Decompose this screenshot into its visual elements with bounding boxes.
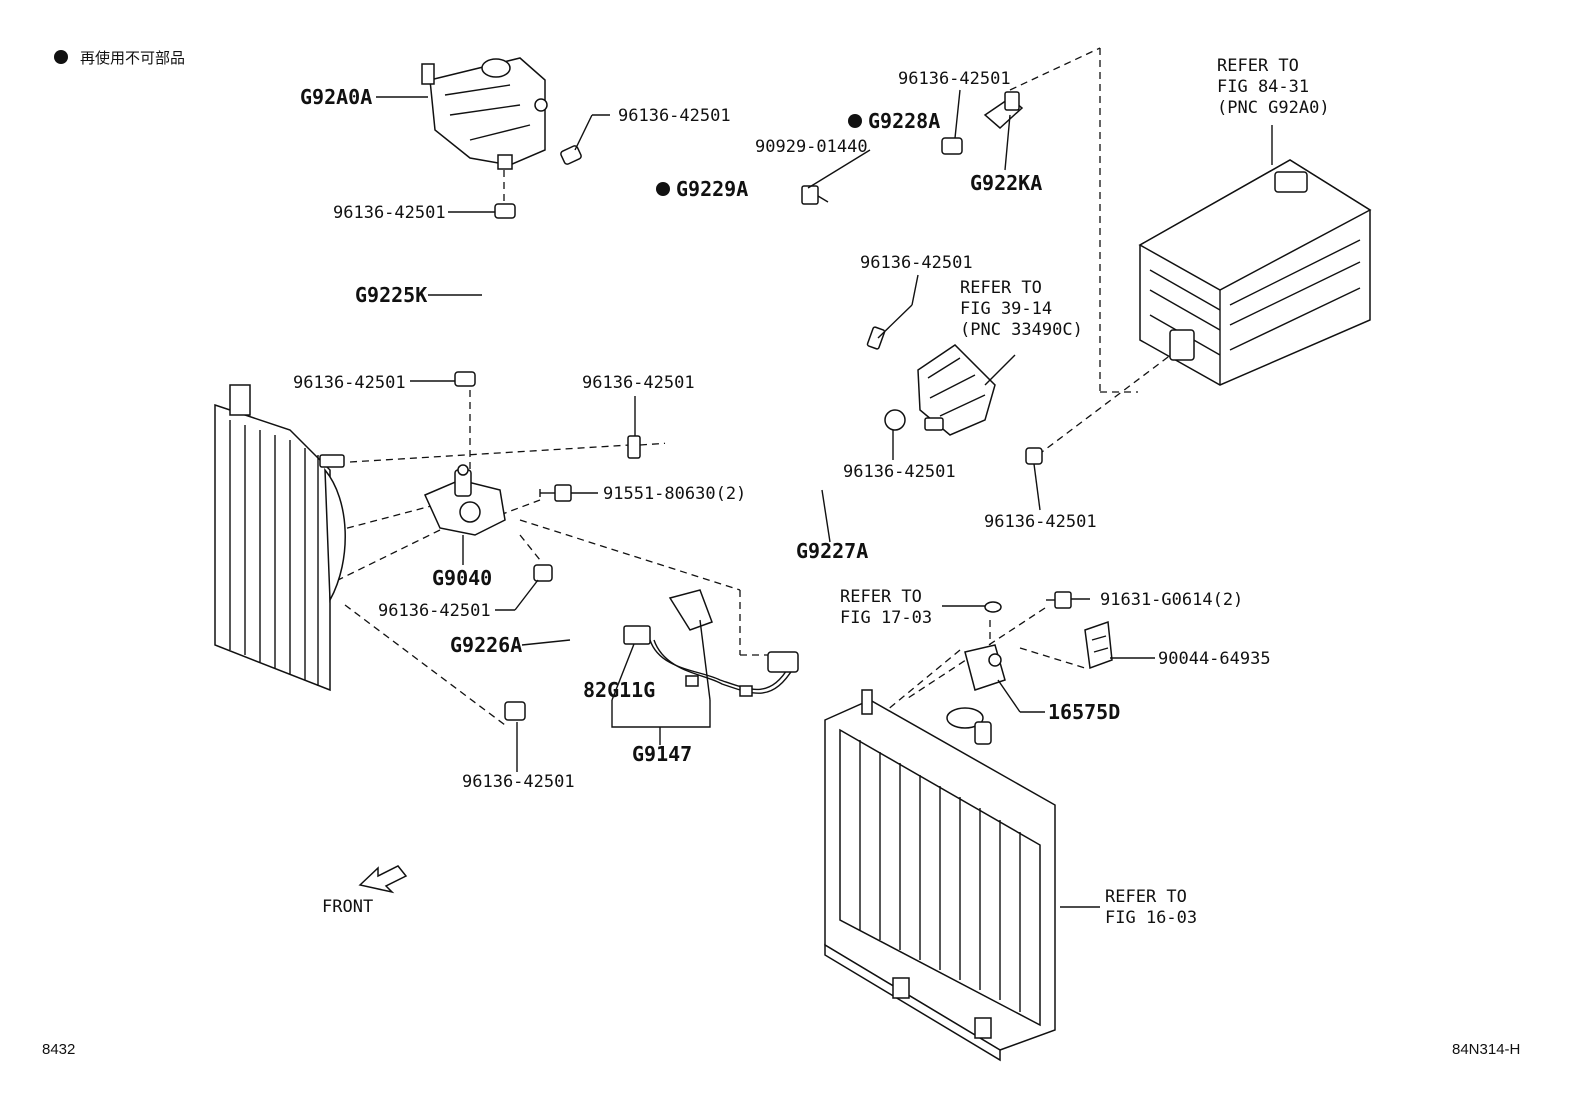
inverter-assembly: [1138, 159, 1372, 386]
label-82g11g: 82G11G: [583, 678, 655, 702]
label-clamp-2: 96136-42501: [333, 203, 446, 223]
label-g9040: G9040: [432, 566, 492, 590]
ref-fig-17-03: REFER TO FIG 17-03: [840, 587, 932, 628]
hose-g9228a: [831, 163, 917, 325]
wire-harness-g9147: [623, 589, 799, 697]
label-clamp-3: 96136-42501: [898, 69, 1011, 89]
legend: 再使用不可部品: [54, 50, 185, 67]
label-clamp-1: 96136-42501: [618, 106, 731, 126]
label-g922ka: G922KA: [970, 171, 1042, 195]
water-pump-g9040: [424, 464, 506, 536]
clamp-icon: [454, 371, 476, 387]
legend-text: 再使用不可部品: [80, 50, 185, 67]
label-g9226a: G9226A: [450, 633, 522, 657]
hose-g9229a: [589, 171, 865, 426]
hose-g9225k: [452, 241, 510, 355]
label-g9228a: G9228A: [868, 109, 940, 133]
reservoir-tank: [421, 57, 548, 170]
clamp-icon: [866, 326, 886, 350]
ref-line: REFER TO: [1105, 887, 1187, 907]
hose-g9227a: [665, 436, 1025, 528]
ref-fig-84-31: REFER TO FIG 84-31 (PNC G92A0): [1217, 56, 1330, 118]
dashed-guides: [337, 47, 1181, 726]
label-clamp-8: 96136-42501: [984, 512, 1097, 532]
bolt-91551: [539, 484, 572, 502]
ref-line: REFER TO: [840, 587, 922, 607]
label-clamp-10: 96136-42501: [462, 772, 575, 792]
ref-line: (PNC 33490C): [960, 320, 1083, 340]
hose-oil-cooler: [885, 365, 923, 397]
front-label: FRONT: [322, 897, 373, 917]
ref-line: FIG 16-03: [1105, 908, 1197, 928]
label-g92a0a: G92A0A: [300, 85, 372, 109]
label-90929: 90929-01440: [755, 137, 868, 157]
ref-line: REFER TO: [1217, 56, 1299, 76]
ref-fig-39-14: REFER TO FIG 39-14 (PNC 33490C): [960, 278, 1083, 340]
clamp-icon: [560, 145, 582, 165]
ref-line: (PNC G92A0): [1217, 98, 1330, 118]
ref-fig-16-03: REFER TO FIG 16-03: [1105, 887, 1197, 928]
clamp-icon: [1025, 447, 1043, 465]
label-clamp-9: 96136-42501: [378, 601, 491, 621]
leader-lines: [376, 89, 1273, 908]
grommet-17-03: [984, 601, 1002, 613]
non-reusable-dot-icon: [54, 50, 68, 64]
label-g9229a: G9229A: [676, 177, 748, 201]
label-g9225k: G9225K: [355, 283, 427, 307]
label-91551: 91551-80630(2): [603, 484, 746, 504]
label-clamp-6: 96136-42501: [582, 373, 695, 393]
part-labels: G92A0A 96136-42501 96136-42501 G9229A 96…: [293, 69, 1271, 792]
ref-line: FIG 39-14: [960, 299, 1052, 319]
front-arrow: FRONT: [322, 865, 408, 917]
clamp-icon: [941, 137, 963, 155]
bolt-91631: [1046, 591, 1072, 609]
oil-cooler: [917, 344, 996, 436]
label-clamp-5: 96136-42501: [293, 373, 406, 393]
label-16575d: 16575D: [1048, 700, 1120, 724]
clamp-icon: [627, 435, 641, 459]
bracket-16575d: [964, 644, 1006, 691]
union-g922ka: [983, 91, 1024, 130]
label-g9227a: G9227A: [796, 539, 868, 563]
label-g9147: G9147: [632, 742, 692, 766]
clamps: [454, 137, 1043, 721]
front-arrow-icon: [358, 865, 408, 894]
non-reusable-dot-icon: [656, 182, 670, 196]
left-radiator: [214, 384, 346, 692]
clamp-icon: [494, 203, 516, 219]
hose-g9226a: [538, 593, 587, 697]
clamp-icon: [533, 564, 553, 582]
non-reusable-dot-icon: [848, 114, 862, 128]
footer-right-code: 84N314-H: [1452, 1041, 1520, 1058]
ref-line: FIG 84-31: [1217, 77, 1309, 97]
footer-left-code: 8432: [42, 1041, 75, 1058]
clamp-icon: [504, 701, 526, 721]
label-clamp-4: 96136-42501: [860, 253, 973, 273]
clamp-icon: [884, 409, 906, 431]
ref-line: REFER TO: [960, 278, 1042, 298]
label-clamp-7: 96136-42501: [843, 462, 956, 482]
label-90044: 90044-64935: [1158, 649, 1271, 669]
ref-line: FIG 17-03: [840, 608, 932, 628]
main-radiator: [824, 689, 1056, 1062]
sensor-90929: [801, 185, 829, 205]
bracket-90044: [1084, 620, 1113, 670]
label-91631: 91631-G0614(2): [1100, 590, 1243, 610]
